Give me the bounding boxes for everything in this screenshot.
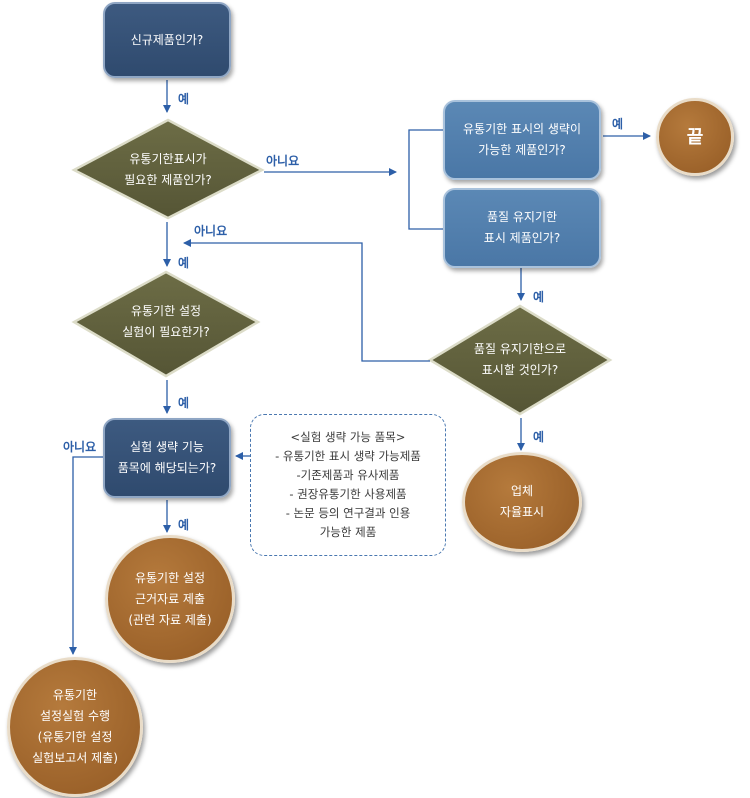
yes-label: 예 [178,518,190,532]
need-test-diamond [71,270,261,378]
mark-quality-text: 품질 유지기한으로 표시할 것인가? [473,342,567,377]
note-item: - 권장유통기한 사용제품 [289,487,407,501]
no-label: 아니요 [63,440,97,454]
end-text: 끝 [686,126,704,148]
note-item: - 유통기한 표시 생략 가능제품 [275,449,421,463]
note-item: -기존제품과 유사제품 [296,468,400,482]
new-product-box: 신규제품인가? [103,2,231,78]
arrow-exempt-no [69,456,104,655]
quality-item-text: 품질 유지기한 표시 제품인가? [483,210,561,245]
exempt-item-text: 실험 생략 기능 품목에 해당되는가? [117,440,217,475]
note-item: 가능한 제품 [319,525,377,539]
no-label: 아니요 [266,154,300,168]
perform-test-circle: 유통기한 설정실험 수행 (유통기한 설정 실험보고서 제출) [7,657,143,797]
perform-test-text: 유통기한 설정실험 수행 (유통기한 설정 실험보고서 제출) [32,688,118,765]
can-omit-box: 유통기한 표시의 생략이 가능한 제품인가? [443,100,601,180]
yes-label: 예 [612,117,624,131]
need-expiry-diamond [71,118,265,220]
no-label: 아니요 [194,224,228,238]
mark-quality-diamond [427,304,613,416]
bracket-line [408,129,443,230]
exempt-item-box: 실험 생략 기능 품목에 해당되는가? [103,418,231,498]
need-test-text: 유통기한 설정 실험이 필요한가? [122,304,210,339]
exempt-items-note: <실험 생략 가능 품목> - 유통기한 표시 생략 가능제품 -기존제품과 유… [250,414,446,556]
new-product-text: 신규제품인가? [130,32,204,47]
need-expiry-text: 유통기한표시가 필요한 제품인가? [124,152,212,187]
need-expiry-text-wrap: 유통기한표시가 필요한 제품인가? [94,146,242,194]
yes-label: 예 [178,92,190,106]
note-title: <실험 생략 가능 품목> [290,430,406,444]
self-label-circle: 업체 자율표시 [462,452,582,552]
yes-label: 예 [178,256,190,270]
quality-item-box: 품질 유지기한 표시 제품인가? [443,188,601,268]
submit-basis-circle: 유통기한 설정 근거자료 제출 (관련 자료 제출) [105,535,235,663]
need-test-text-wrap: 유통기한 설정 실험이 필요한가? [94,298,238,346]
yes-label: 예 [178,396,190,410]
mark-quality-text-wrap: 품질 유지기한으로 표시할 것인가? [448,336,592,384]
yes-label: 예 [533,290,545,304]
self-label-text: 업체 자율표시 [499,484,545,519]
end-circle: 끝 [656,98,734,176]
yes-label: 예 [533,430,545,444]
submit-basis-text: 유통기한 설정 근거자료 제출 (관련 자료 제출) [128,570,212,627]
can-omit-text: 유통기한 표시의 생략이 가능한 제품인가? [462,122,582,157]
arrow-mark-no [183,239,430,362]
note-item: - 논문 등의 연구결과 인용 [285,506,411,520]
